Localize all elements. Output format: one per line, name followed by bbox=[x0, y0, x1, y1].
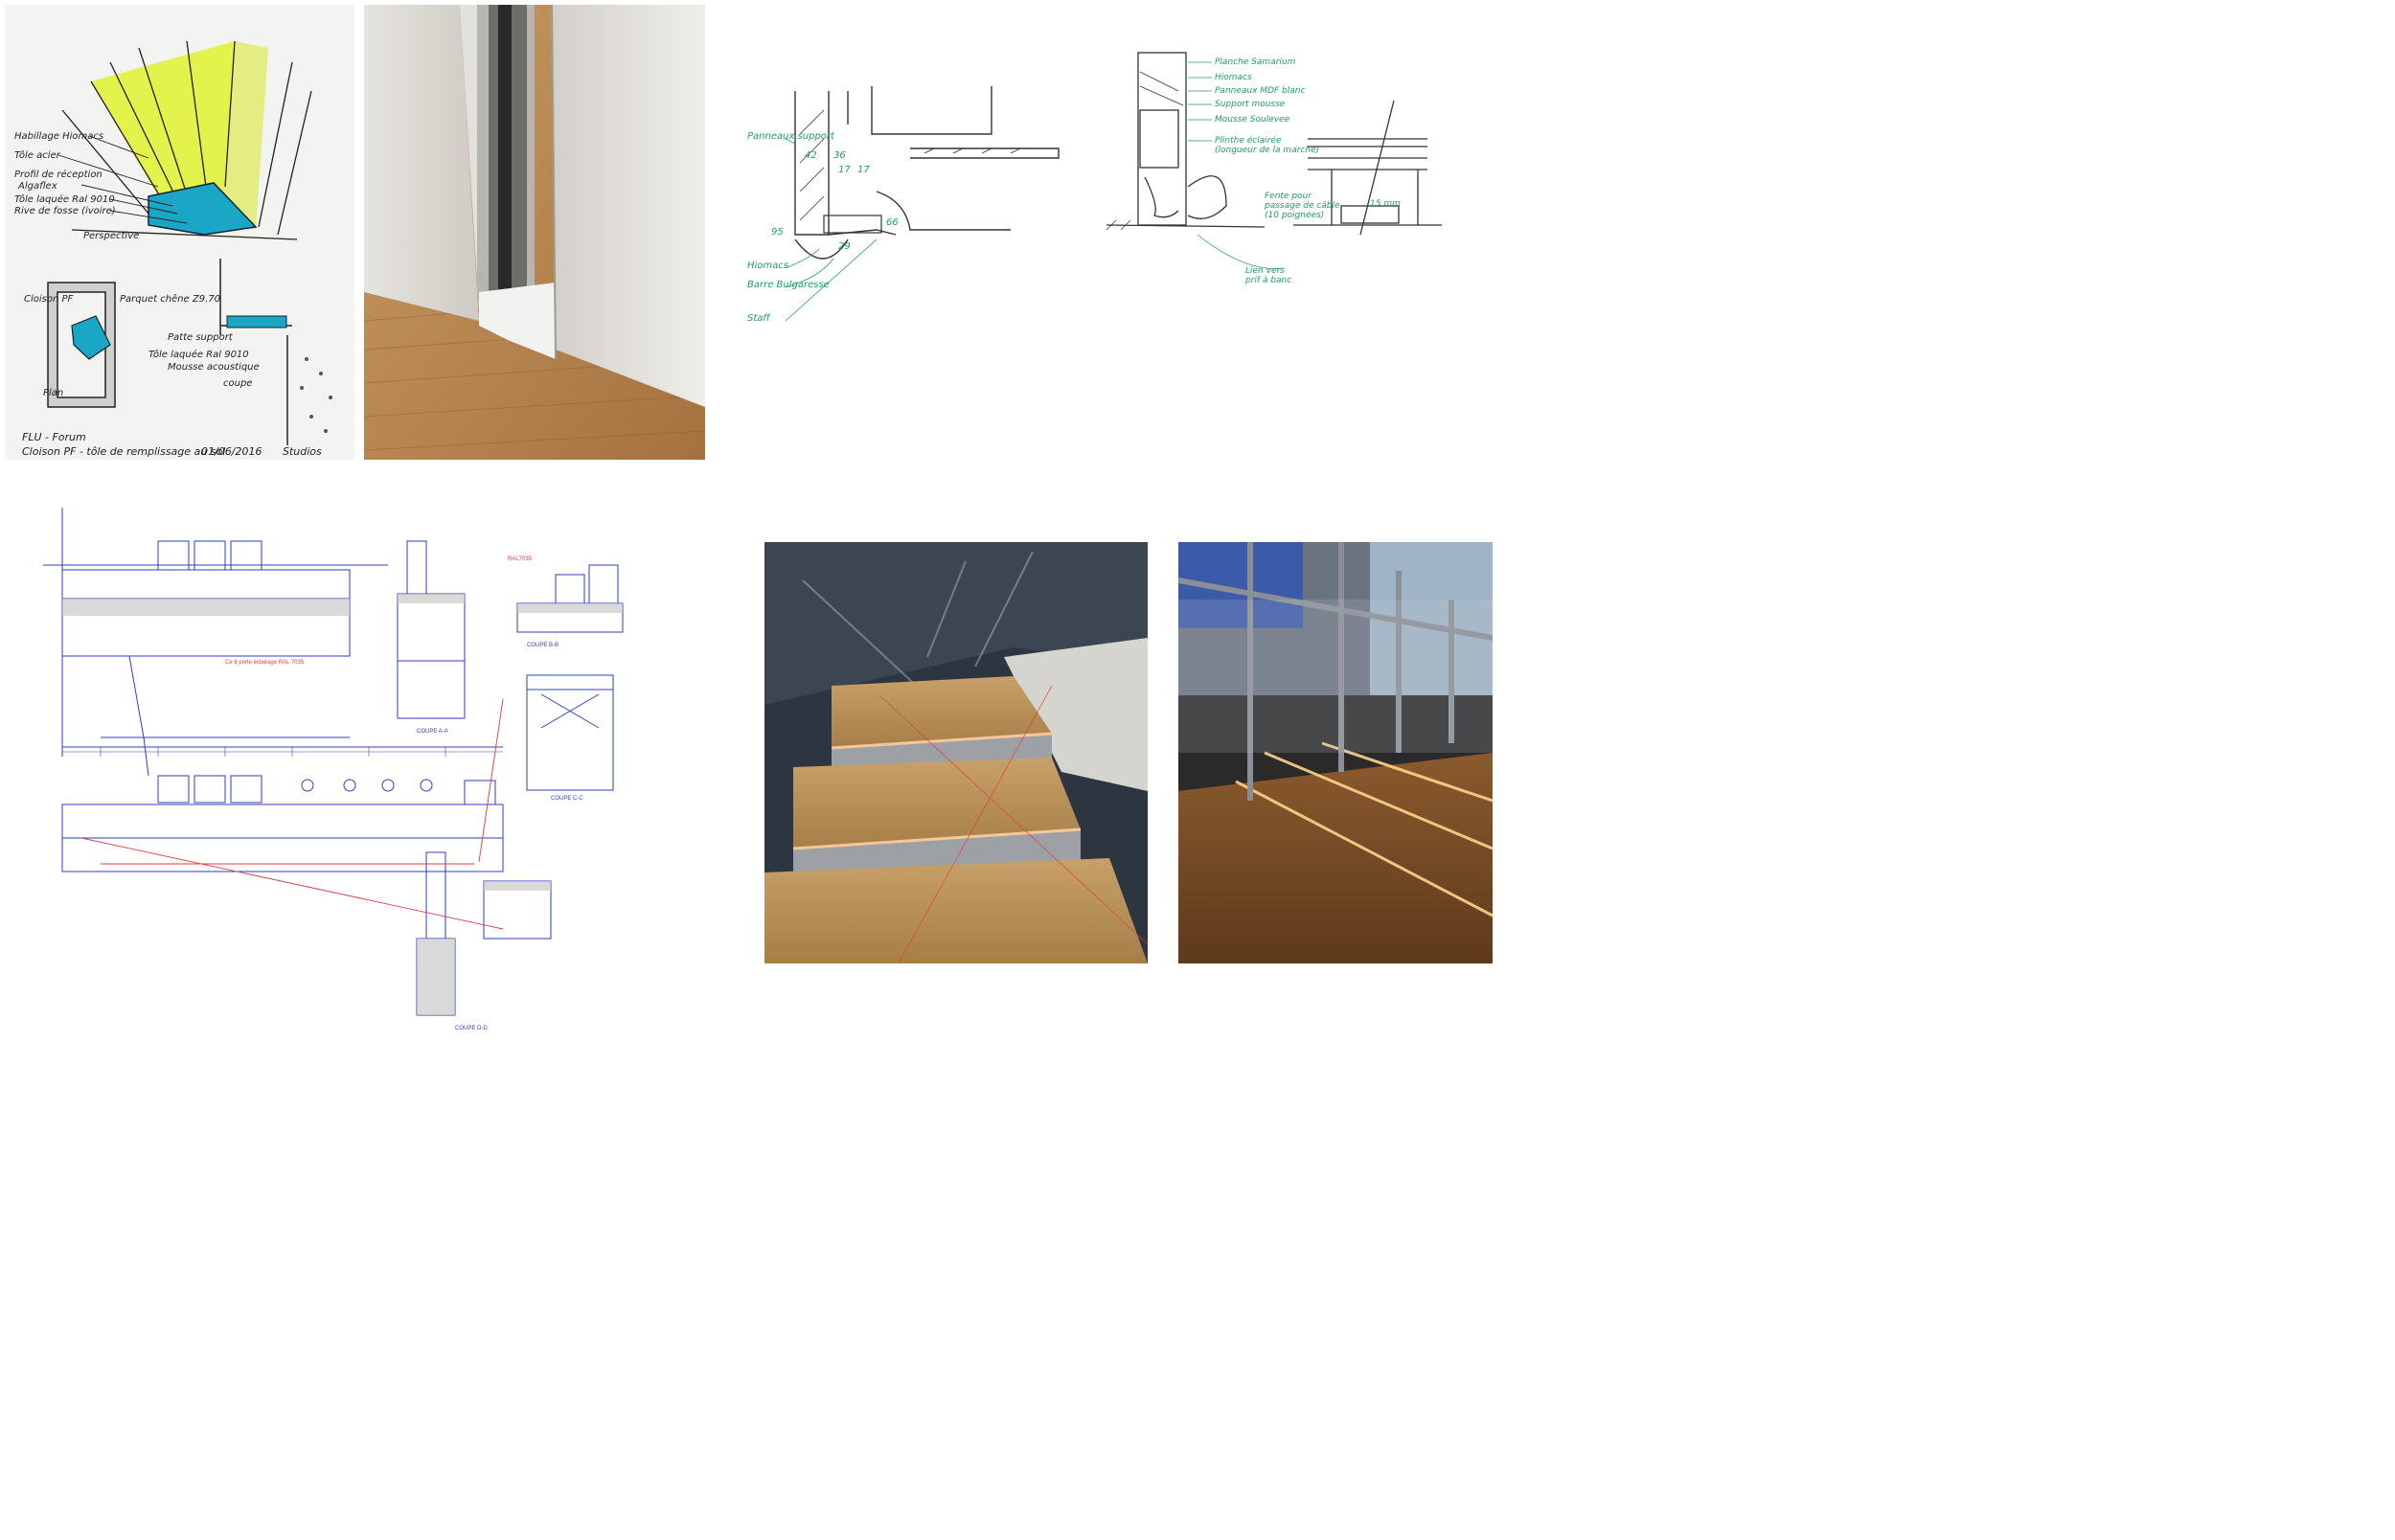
sketch-bench-green: Planche Samarium Hiomacs Panneaux MDF bl… bbox=[1102, 43, 1447, 292]
plan-label: coupe bbox=[223, 378, 252, 389]
plan-label: Mousse acoustique bbox=[168, 362, 260, 373]
sketch-label: Barre Bulgaresse bbox=[747, 280, 830, 290]
red-tag: RAL7035 bbox=[508, 556, 533, 562]
annotation: Algaflex bbox=[17, 181, 57, 192]
sketch-section-green: Panneaux support Hiomacs Barre Bulgaress… bbox=[742, 57, 1068, 345]
sketch-label: prif à banc bbox=[1244, 276, 1291, 285]
sketch-label: Fente pour bbox=[1265, 192, 1312, 201]
sketch-label: Staff bbox=[747, 313, 771, 324]
sketch-label: Lien vers bbox=[1245, 266, 1285, 276]
sketch-label: 15 mm bbox=[1370, 199, 1401, 209]
annotation: Tôle acier bbox=[14, 149, 61, 161]
section-label: COUPE A-A bbox=[417, 729, 448, 735]
cad-drawing-seating: Ce 8 porte éclairage RAL 7035 RAL7035 CO… bbox=[5, 508, 675, 1537]
sketch-label: passage de câble bbox=[1264, 201, 1340, 211]
footer-title: Cloison PF - tôle de remplissage au sol bbox=[22, 445, 225, 458]
cad-drawing: Ce 8 porte éclairage RAL 7035 RAL7035 CO… bbox=[43, 508, 624, 1031]
footer-date: 01/06/2016 bbox=[201, 445, 262, 458]
section-label: COUPE C-C bbox=[551, 796, 583, 802]
dimension: 42 bbox=[805, 150, 817, 161]
plan-label: Plan bbox=[43, 388, 63, 398]
sketch-label: Panneaux MDF blanc bbox=[1215, 86, 1305, 96]
photo-stairs-finished-image bbox=[1178, 542, 1493, 963]
plan-label: Patte support bbox=[168, 332, 234, 343]
section-label: COUPE B-B bbox=[527, 643, 559, 648]
sketch-section-drawing: Panneaux support Hiomacs Barre Bulgaress… bbox=[747, 86, 1060, 324]
footer-studio: Studios bbox=[283, 445, 322, 458]
sketch-label: Hiomacs bbox=[747, 260, 788, 271]
annotation: Habillage Hiomacs bbox=[14, 131, 103, 142]
photo-stairs-construction bbox=[764, 542, 1148, 963]
red-tag: Ce 8 porte éclairage RAL 7035 bbox=[225, 660, 305, 666]
section-label: COUPE D-D bbox=[455, 1026, 488, 1031]
sketch-label: Support mousse bbox=[1215, 100, 1286, 109]
annotation: Perspective bbox=[83, 231, 139, 241]
sketch-label: Plinthe éclairée bbox=[1215, 135, 1282, 146]
dimension: 17 bbox=[857, 165, 870, 175]
plan-label: Cloison PF bbox=[24, 294, 74, 305]
sketch-bench-drawing: Planche Samarium Hiomacs Panneaux MDF bl… bbox=[1106, 52, 1442, 285]
dimension: 95 bbox=[771, 227, 784, 238]
sketch-drawing: Habillage Hiomacs Tôle acier Profil de r… bbox=[5, 5, 354, 460]
annotation: Rive de fosse (ivoire) bbox=[14, 206, 116, 216]
sketch-photo-cloison: Habillage Hiomacs Tôle acier Profil de r… bbox=[5, 5, 354, 460]
photo-wall-joint-image bbox=[364, 5, 705, 460]
dimension: 29 bbox=[838, 241, 851, 252]
dimension: 66 bbox=[886, 217, 899, 228]
footer-project: FLU - Forum bbox=[22, 431, 86, 443]
photo-stairs-finished bbox=[1178, 542, 1493, 963]
photo-stairs-construction-image bbox=[764, 542, 1148, 963]
dimension: 17 bbox=[838, 165, 851, 175]
sketch-label: (10 poignées) bbox=[1265, 210, 1324, 220]
sketch-label: Hiomacs bbox=[1215, 73, 1252, 82]
sketch-label: Mousse Soulevee bbox=[1215, 115, 1290, 125]
dimension: 36 bbox=[833, 150, 846, 161]
plan-label: Parquet chêne Z9.70 bbox=[120, 293, 220, 305]
annotation: Tôle laquée Ral 9010 bbox=[14, 193, 115, 205]
sketch-label: (longueur de la marche) bbox=[1215, 146, 1319, 155]
sketch-label: Panneaux support bbox=[747, 131, 835, 142]
photo-wall-joint bbox=[364, 5, 705, 460]
sketch-label: Planche Samarium bbox=[1215, 57, 1296, 67]
plan-label: Tôle laquée Ral 9010 bbox=[148, 349, 249, 360]
annotation: Profil de réception bbox=[14, 169, 103, 180]
